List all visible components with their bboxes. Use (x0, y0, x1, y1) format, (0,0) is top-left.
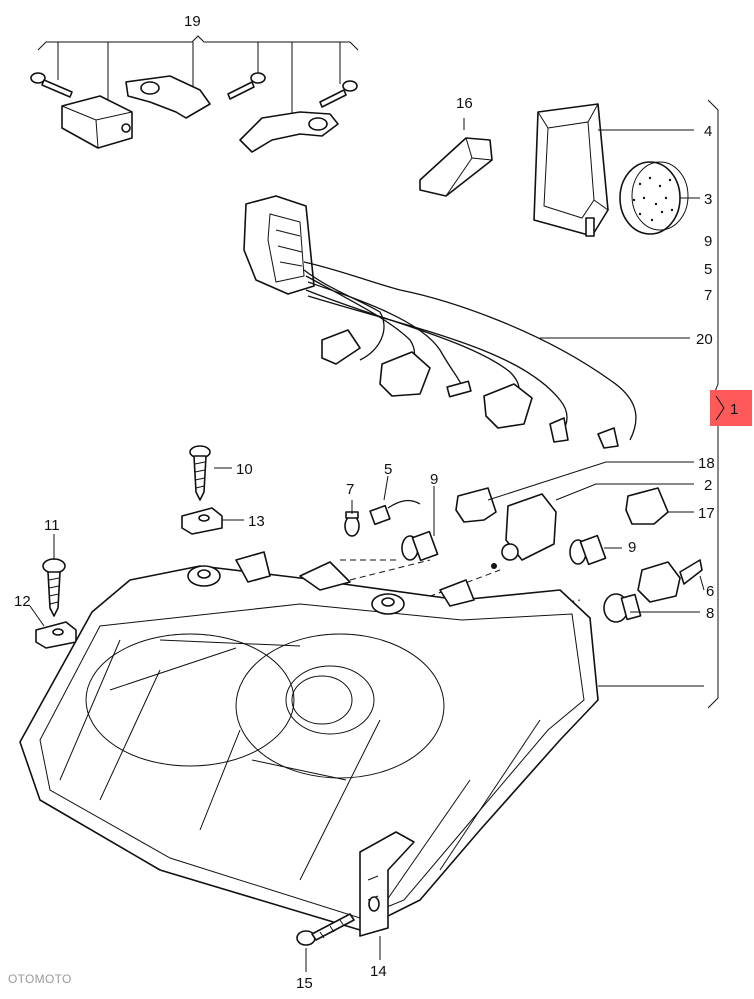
callout-16: 16 (456, 95, 473, 112)
connector (379, 351, 431, 397)
callout-19: 19 (184, 13, 201, 30)
part-7-small-bulb (344, 511, 360, 537)
part-11-screw (42, 558, 66, 617)
callout-12: 12 (14, 593, 31, 610)
connector (483, 383, 533, 429)
part-4-frame (533, 103, 609, 237)
part-2-motor (491, 493, 557, 569)
callout-9-b: 9 (628, 539, 636, 556)
part-18-socket (455, 487, 497, 523)
part-5-bulb-holder (369, 499, 421, 526)
part-10-screw (189, 445, 211, 501)
bracket-flat (125, 75, 211, 119)
callout-5-right: 5 (704, 261, 712, 278)
connector (321, 329, 361, 365)
callout-13: 13 (248, 513, 265, 530)
screw-icon (319, 80, 358, 108)
part-9-bulb-b (569, 534, 607, 566)
part-13-clip (181, 507, 223, 535)
callout-20: 20 (696, 331, 713, 348)
part-8-bulb (603, 593, 642, 623)
connector (549, 417, 569, 443)
callout-7: 7 (346, 481, 354, 498)
callout-11: 11 (44, 517, 60, 534)
part-6-socket (637, 559, 703, 603)
callout-17: 17 (698, 505, 715, 522)
bracket-block (61, 95, 133, 149)
part-17-socket (625, 487, 669, 525)
part-15-screw (296, 913, 355, 946)
part-12-clip (35, 621, 77, 649)
callout-6: 6 (706, 583, 714, 600)
part-3-cap (619, 161, 689, 235)
callouts: 19 16 4 3 9 5 7 20 1 10 5 18 7 9 2 17 13… (14, 13, 738, 992)
part-9-bulb-a (401, 530, 439, 562)
connector (446, 380, 472, 398)
callout-1: 1 (730, 401, 738, 418)
callout-15: 15 (296, 975, 313, 992)
chevron-right-icon (715, 395, 725, 421)
part-19-group (30, 35, 359, 153)
callout-18: 18 (698, 455, 715, 472)
callout-4: 4 (704, 123, 712, 140)
callout-8: 8 (706, 605, 714, 622)
callout-3: 3 (704, 191, 712, 208)
callout-7-right: 7 (704, 287, 712, 304)
callout-9-a: 9 (430, 471, 438, 488)
connector (597, 427, 619, 449)
part-16-wedge (419, 137, 493, 197)
callout-2: 2 (704, 477, 712, 494)
part-14-bracket (359, 831, 415, 937)
callout-9-right: 9 (704, 233, 712, 250)
watermark: OTOMOTO (8, 972, 72, 986)
callout-10: 10 (236, 461, 253, 478)
bracket-curved (239, 111, 339, 153)
screw-icon (227, 72, 266, 100)
callout-14: 14 (370, 963, 387, 980)
part-20-wiring-harness (243, 195, 637, 449)
screw-icon (30, 72, 73, 98)
callout-5: 5 (384, 461, 392, 478)
leader-lines (29, 118, 705, 972)
headlight-housing (19, 551, 599, 931)
highlight-box (710, 390, 752, 426)
